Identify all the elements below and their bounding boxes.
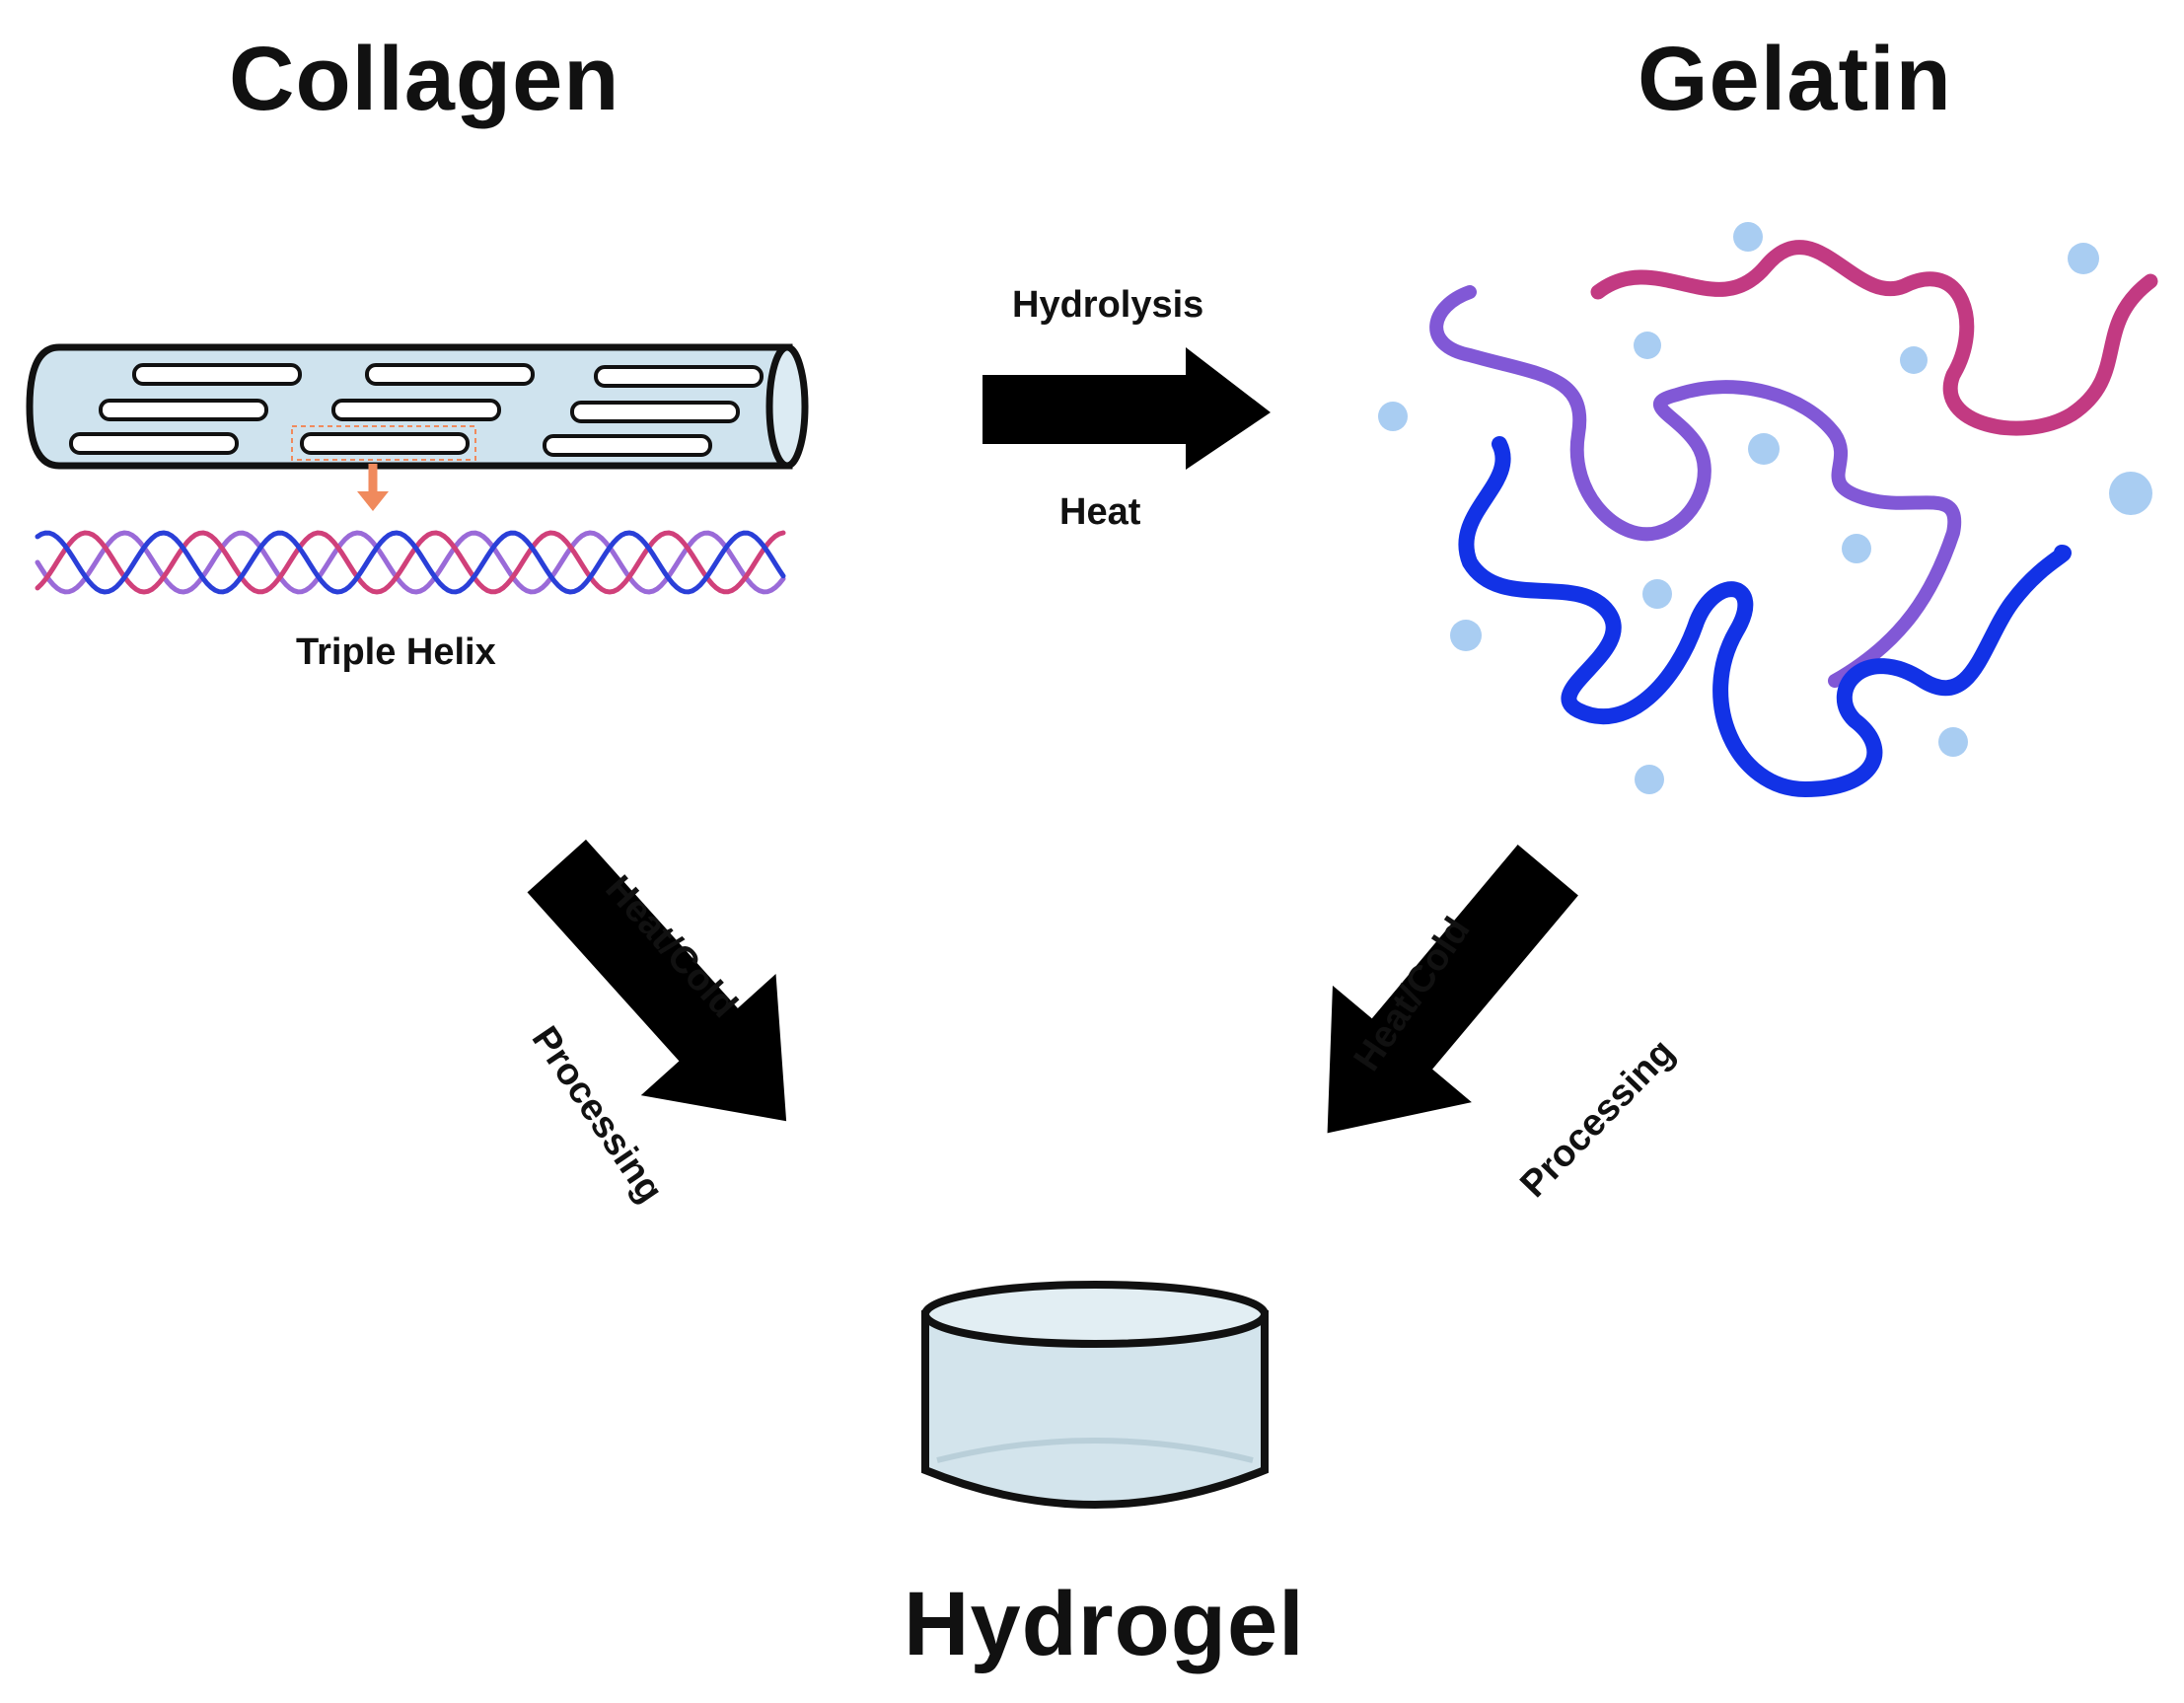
fiber-end-cap [765,343,809,470]
gel-top [921,1281,1269,1348]
collagen-fiber [26,343,809,470]
helix-strand-purple [35,530,786,595]
water-drop [1733,222,1763,252]
gelatin-chain-purple [1429,285,1962,688]
fibril [69,432,239,455]
triple-helix [35,530,786,595]
collagen-to-hydrogel-arrow [527,839,787,1122]
gel-inner-shade [936,1438,1254,1463]
water-drops [1378,222,2152,794]
hydrolysis-label: Hydrolysis [1012,284,1204,326]
fibril [365,363,535,386]
hydrogel-title: Hydrogel [904,1574,1305,1674]
fibril [570,401,740,423]
water-drop [1634,332,1661,359]
water-drop [1842,534,1871,563]
helix-strand-magenta [35,530,786,595]
water-drop [2068,243,2099,274]
fibril-segments [69,363,764,457]
fibril [331,399,501,421]
water-drop [1635,765,1664,794]
collagen-title: Collagen [229,29,620,129]
zoom-arrow [357,464,389,511]
hydrolysis-arrow [983,347,1271,470]
water-drop [1378,402,1408,431]
water-drop [1938,727,1968,757]
water-drop [1900,346,1928,374]
hydrogel-container [921,1281,1269,1509]
fibril [594,365,764,388]
gelatin-title: Gelatin [1638,29,1952,129]
fibril [300,432,470,455]
fibril [99,399,268,421]
triple-helix-label: Triple Helix [296,631,496,673]
water-drop [1748,433,1780,465]
water-drop [2109,472,2152,515]
fibril [132,363,302,386]
gel-body [921,1310,1269,1509]
gelatin-chains [1429,240,2158,797]
helix-strand-blue [35,530,786,595]
fibril [543,434,712,457]
gelatin-to-hydrogel-arrow [1327,845,1578,1134]
zoom-highlight-box [291,425,476,461]
water-drop [1450,620,1482,651]
water-drop [1642,579,1672,609]
heat-label: Heat [1059,491,1141,533]
gelatin-chain-blue [1458,436,2072,797]
gelatin-chain-magenta [1590,240,2158,436]
